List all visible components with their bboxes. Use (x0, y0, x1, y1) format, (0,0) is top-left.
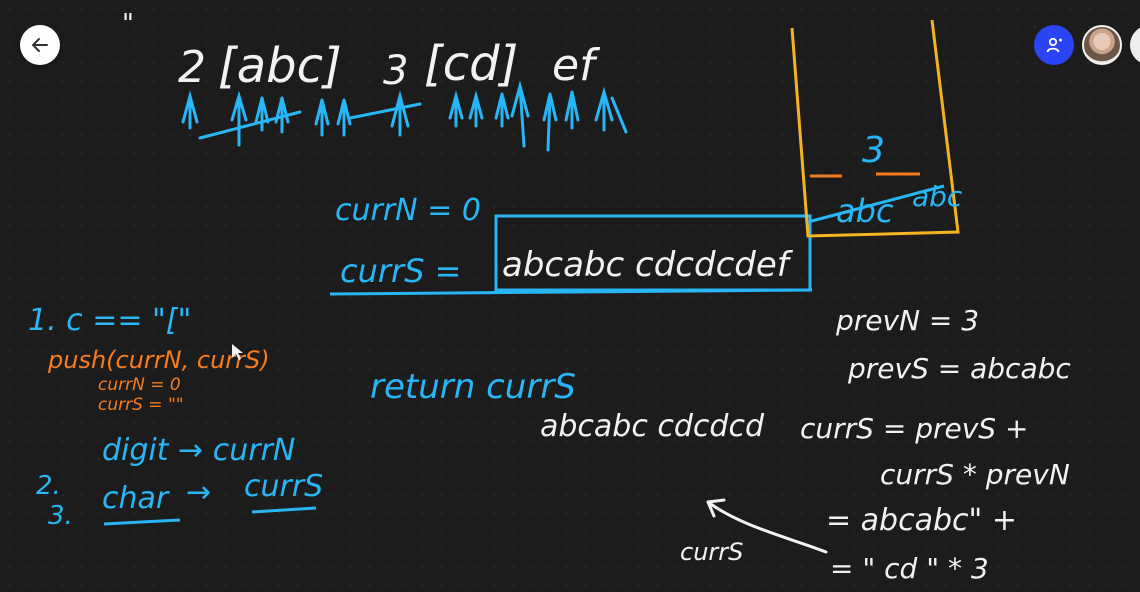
rule-3-char: char (102, 481, 170, 516)
avatar-secondary[interactable] (1130, 25, 1140, 65)
reset-n: currN = 0 (98, 375, 181, 395)
prevS-text: prevS = abcabc (847, 352, 1071, 385)
rule-3-char-underline (103, 518, 181, 526)
rule-3-number: 3. (48, 501, 73, 531)
person-icon (1046, 37, 1062, 53)
back-button[interactable] (20, 25, 60, 65)
curved-arrow (706, 498, 828, 554)
quote-mark: " (122, 9, 134, 39)
user-button[interactable] (1034, 25, 1074, 65)
rule-3-target-underline (251, 506, 317, 514)
expr-str-2: [cd] (424, 36, 518, 92)
stack-strike (807, 184, 945, 224)
stack-container (790, 19, 960, 238)
rule-2-number: 2. (36, 471, 61, 501)
rule-2: digit → currN (102, 433, 295, 468)
currS-value: abcabc cdcdcdef (502, 245, 794, 285)
avatar[interactable] (1082, 25, 1122, 65)
mouse-cursor-icon (232, 344, 243, 360)
arrow-label: currS (680, 538, 743, 566)
formula-line-3: = abcabc" + (826, 503, 1017, 538)
rule-3-target: currS (244, 469, 323, 504)
expr-tail: ef (552, 40, 601, 91)
currS-underline (329, 288, 813, 296)
reset-s: currS = "" (98, 395, 184, 415)
expr-num-2: 3 (383, 48, 408, 94)
top-expression: " 2 [abc] 3 [cd] ef (122, 9, 601, 94)
rule-3-arrow: → (186, 475, 211, 510)
return-text: return currS (370, 367, 576, 407)
expr-num-1: 2 (178, 42, 206, 93)
arrow-left-icon (32, 38, 48, 52)
formula-line-4: = " cd " * 3 (830, 552, 989, 585)
formula-line-1: currS = prevS + (800, 412, 1028, 445)
prevN-text: prevN = 3 (835, 304, 979, 337)
currS-label: currS = (340, 252, 461, 290)
expr-str-1: [abc] (218, 38, 342, 94)
stack-entry: abc (912, 180, 963, 213)
stack-top-number: 3 (862, 130, 885, 171)
rule-1: 1. c == "[" (28, 303, 191, 338)
pointer-arrows (181, 80, 628, 152)
currN-text: currN = 0 (335, 193, 481, 228)
formula-line-2: currS * prevN (880, 458, 1070, 491)
middle-result: abcabc cdcdcd (540, 409, 765, 444)
